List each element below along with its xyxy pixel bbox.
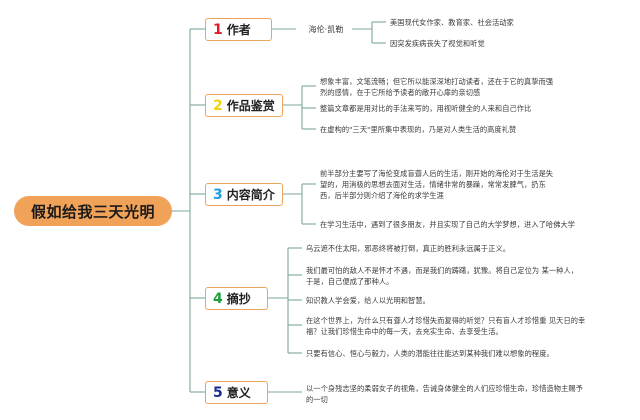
branch-4-leaf-4: 在这个世界上，为什么只有聋人才珍惜失而复得的听觉？只有盲人才珍惜重 见天日的幸福…: [306, 316, 586, 336]
branch-node-5[interactable]: 5 意义: [205, 381, 268, 404]
root-node-label: 假如给我三天光明: [30, 202, 155, 221]
branch-node-3[interactable]: 3 内容简介: [205, 183, 283, 206]
branch-4-leaf-5: 只要有信心、恒心与毅力，人类的潜能往往能达到某种我们难以想象的程度。: [306, 349, 554, 358]
branch-2-leaf-2: 整篇文章都是用对比的手法来写的，用视听健全的人来和自己作比: [320, 104, 532, 113]
branch-4-leaf-2: 我们最可怕的敌人不是怀才不遇，而是我们的踌躇，犹豫。将自己定位为 某一种人，于是…: [306, 266, 579, 286]
branch-number-5: 5: [213, 384, 223, 401]
branch-1-mid-label: 海伦·凯勒: [308, 25, 344, 34]
branch-5-leaf-1: 以一个身残志坚的柔弱女子的视角，告诫身体健全的人们应珍惜生命，珍惜造物主赐予的一…: [306, 384, 583, 404]
root-node[interactable]: 假如给我三天光明: [14, 196, 172, 226]
branch-4-leaf-1: 乌云遮不住太阳，邪恶终将被打倒，真正的胜利永远属于正义。: [306, 244, 511, 253]
branch-label-4: 摘抄: [226, 291, 251, 306]
branch-node-1[interactable]: 1 作者: [205, 18, 272, 41]
branch-1-leaf-2: 因突发疾病丧失了视觉和听觉: [390, 39, 485, 48]
branch-3-leaf-2: 在学习生活中，遇到了很多朋友，并且实现了自己的大学梦想，进入了哈佛大学: [320, 220, 576, 229]
branch-2-leaf-3: 在虚构的"三天"里所集中表现的，乃是对人类生活的高度礼赞: [320, 125, 517, 134]
branch-4-leaf-3: 知识教人学会爱，给人以光明和智慧。: [306, 296, 430, 305]
branch-3-leaf-1: 前半部分主要写了海伦变成盲聋人后的生活，刚开始的海伦对于生活是失望的，用消极的思…: [320, 169, 554, 200]
branch-node-4[interactable]: 4 摘抄: [205, 287, 268, 310]
branch-number-1: 1: [213, 21, 223, 38]
branch-label-2: 作品鉴赏: [226, 98, 275, 113]
branch-1-leaf-1: 美国现代女作家、教育家、社会活动家: [390, 18, 514, 27]
branch-label-1: 作者: [226, 22, 251, 37]
branch-number-3: 3: [213, 186, 223, 203]
branch-2-leaf-1: 想象丰富，文笔流畅；但它所以能深深地打动读者，还在于它的真挚而强烈的感情，在于它…: [320, 77, 554, 97]
branch-number-4: 4: [213, 290, 223, 307]
branch-number-2: 2: [213, 97, 223, 114]
branch-node-2[interactable]: 2 作品鉴赏: [205, 94, 283, 117]
branch-label-5: 意义: [226, 385, 251, 400]
branch-label-3: 内容简介: [226, 187, 275, 202]
